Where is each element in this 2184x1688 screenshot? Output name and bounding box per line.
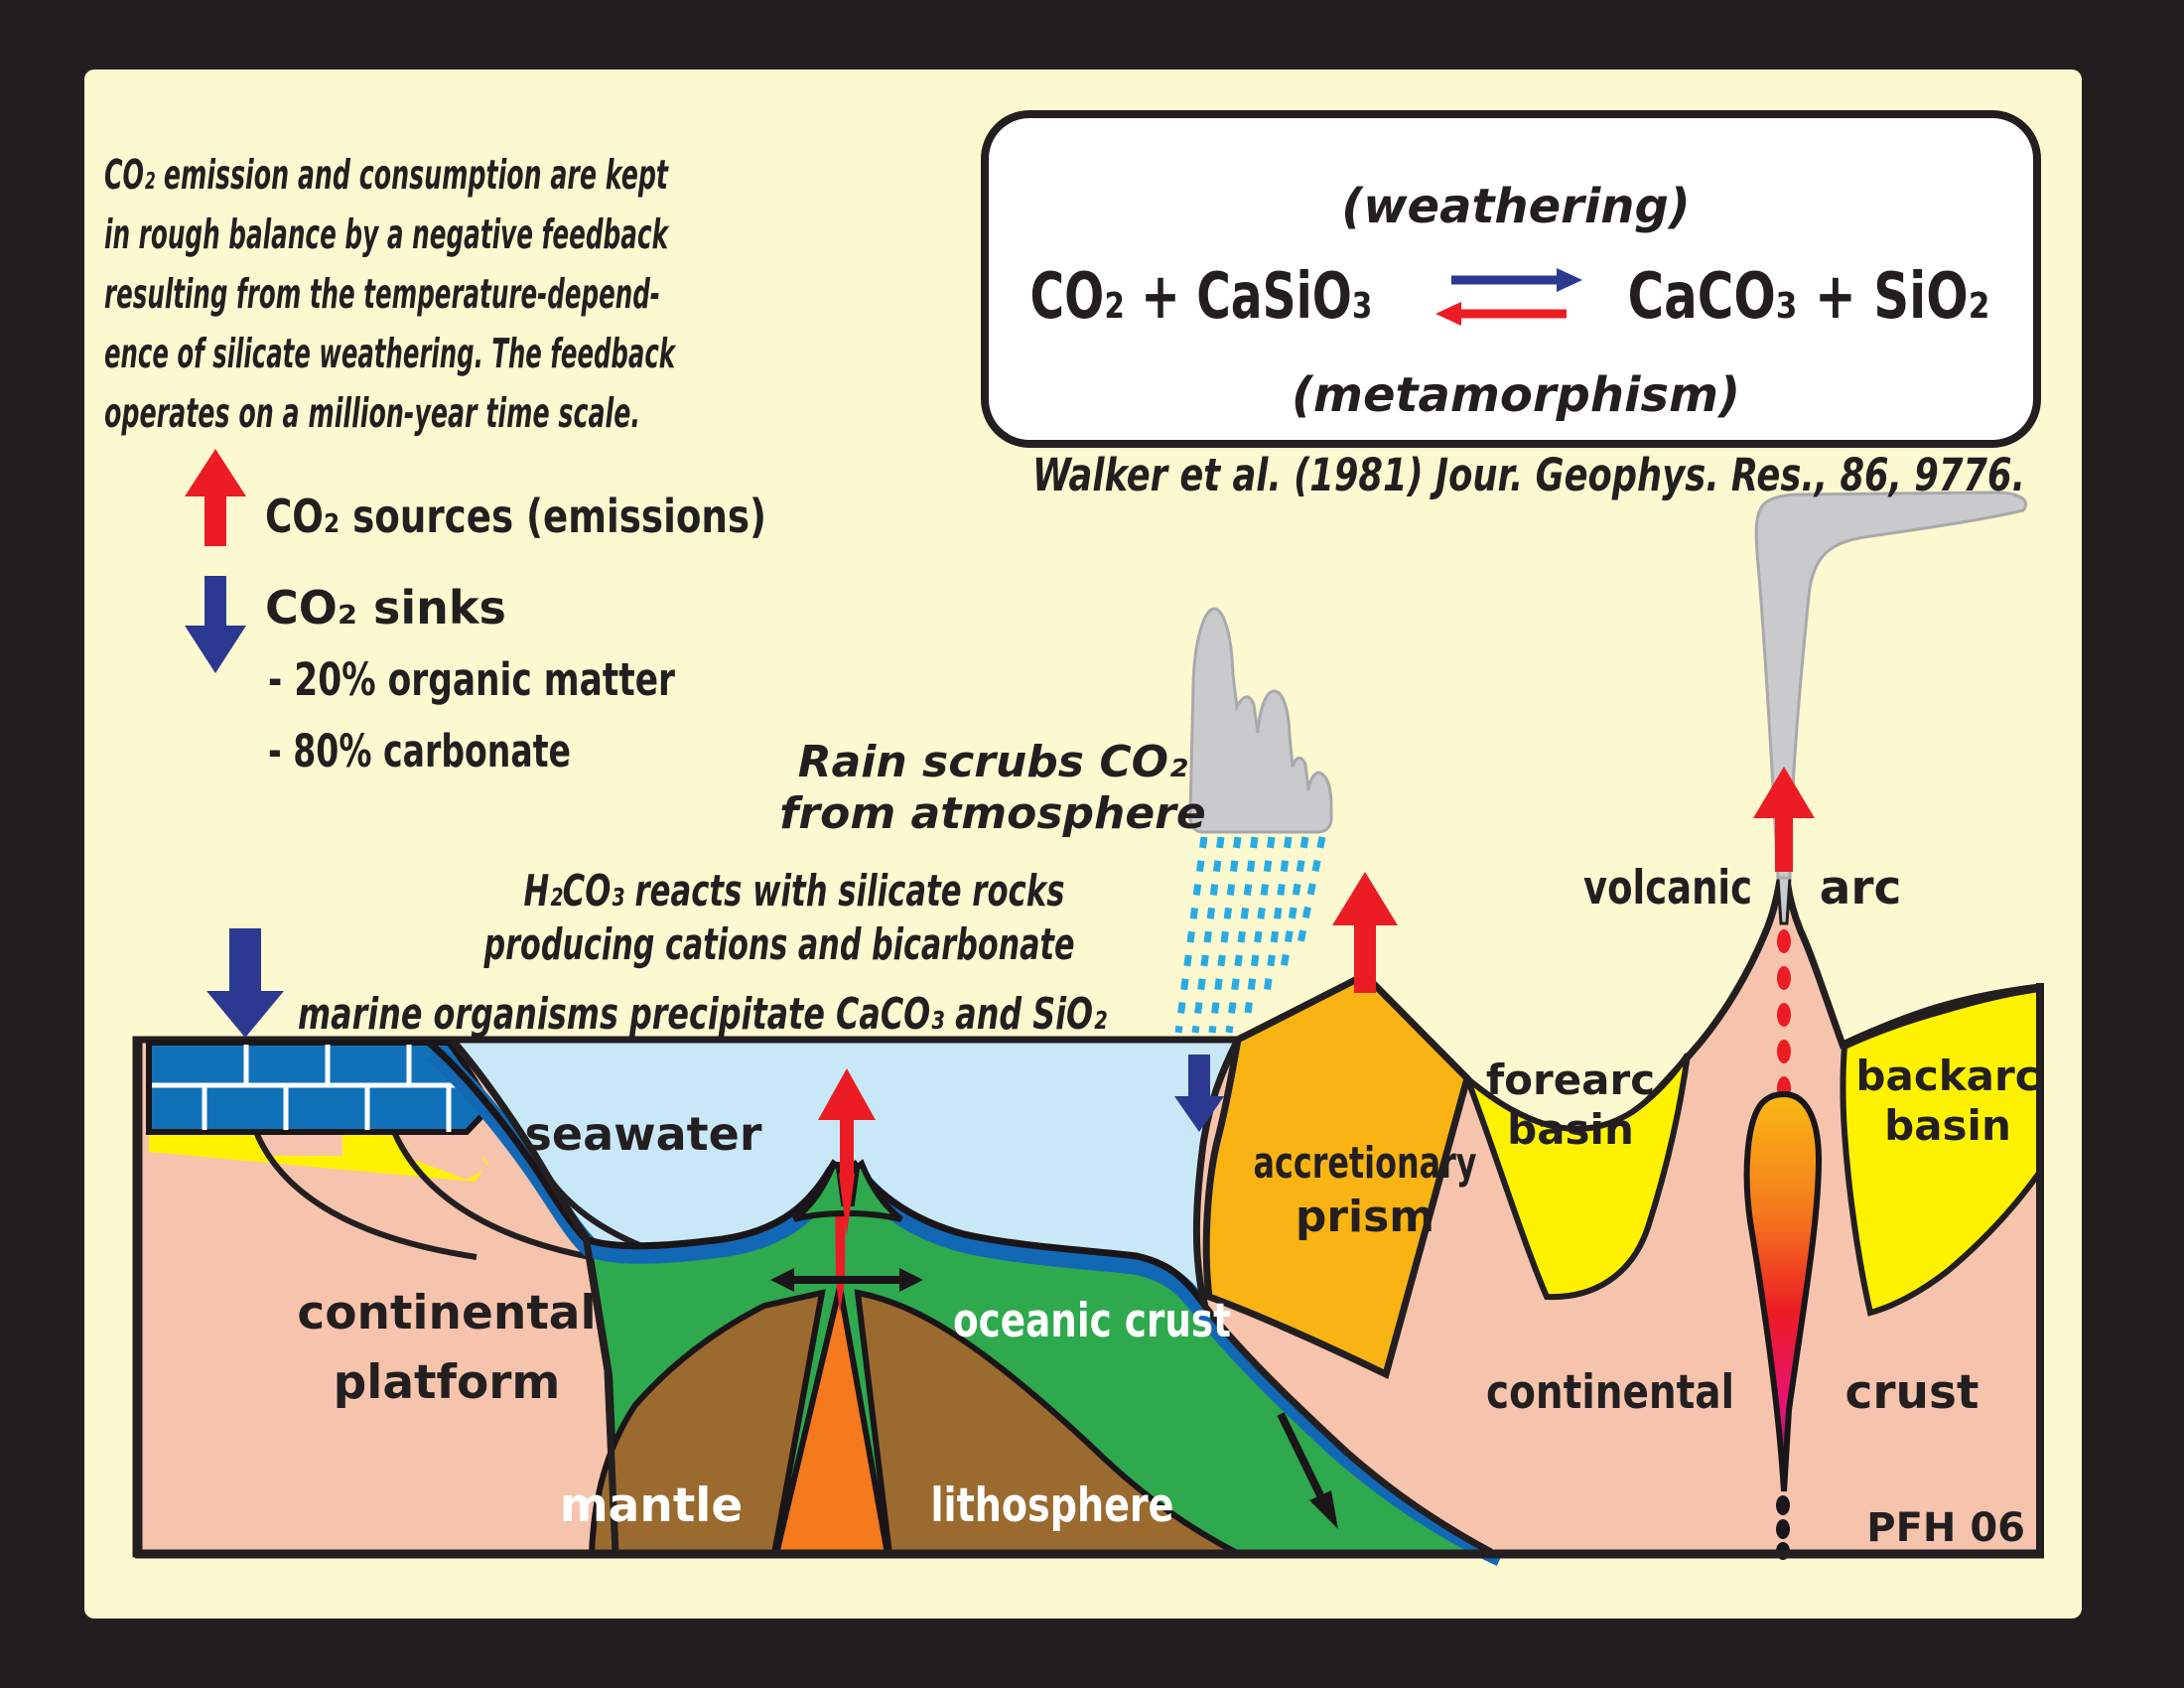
volcano-vent (1776, 876, 1792, 925)
citation: Walker et al. (1981) Jour. Geophys. Res.… (1032, 449, 2025, 501)
prism-co2-source-arrow-icon (1332, 872, 1398, 993)
mantle-label: mantle (560, 1478, 744, 1533)
section-labels: seawater continental platform oceanic cr… (297, 861, 2039, 1533)
forearc-basin-label-2: basin (1507, 1105, 1634, 1154)
rain-cloud-icon (1188, 607, 1333, 834)
process-annotations: Rain scrubs CO₂ from atmosphere H₂CO₃ re… (298, 737, 1206, 1040)
equation-right-side: CaCO₃ + SiO₂ (1628, 260, 1990, 334)
legend: CO₂ sources (emissions) CO₂ sinks - 20% … (185, 449, 766, 777)
rain-streaks (1174, 836, 1326, 1034)
continental-crust-label-1: continental (1486, 1365, 1734, 1420)
rain-annotation-line-2: from atmosphere (779, 788, 1205, 839)
mid-ocean-ridge (792, 1159, 903, 1235)
continental-platform-label-1: continental (297, 1286, 596, 1340)
ridge-magma (839, 1174, 855, 1235)
reversible-reaction-arrows-icon (1435, 268, 1582, 326)
backarc-basin-region (1840, 985, 2043, 1317)
equation-box: (weathering) CO₂ + CaSiO₃ CaCO₃ + SiO₂ (… (981, 110, 2041, 448)
co2-source-legend-arrow-icon (185, 449, 246, 546)
metamorphism-label: (metamorphism) (1292, 367, 1740, 423)
continental-crust-label-2: crust (1845, 1365, 1979, 1420)
rain-annotation-line-1: Rain scrubs CO₂ (798, 737, 1188, 787)
ridge-co2-source-arrow-icon (818, 1068, 876, 1182)
feedback-note: CO₂ emission and consumption are kept in… (104, 151, 677, 437)
sink-item-organic: - 20% organic matter (268, 653, 676, 706)
oceanic-crust-label: oceanic crust (953, 1294, 1231, 1348)
lithosphere-label: lithosphere (931, 1478, 1174, 1533)
equation-left-side: CO₂ + CaSiO₃ (1030, 260, 1373, 334)
backarc-basin-label-2: basin (1884, 1101, 2011, 1150)
carbonate-platform-bricks (146, 1040, 494, 1135)
volcanic-arc-label-2: arc (1820, 861, 1902, 915)
backarc-basin-label-1: backarc (1855, 1052, 2039, 1100)
note-line-4: ence of silicate weathering. The feedbac… (104, 330, 677, 377)
accretionary-prism-label-1: accretionary (1254, 1138, 1477, 1189)
seawater-label: seawater (524, 1107, 761, 1161)
weathering-annotation-line-1: H₂CO₃ reacts with silicate rocks (524, 866, 1065, 916)
platform-yellow-layer (149, 1126, 488, 1182)
note-line-1: CO₂ emission and consumption are kept (104, 151, 669, 199)
platform-slope-outline (449, 1037, 619, 1555)
subduction-arrow-icon (1277, 1412, 1338, 1529)
marine-co2-sink-arrow-icon (206, 928, 284, 1038)
co2-sink-legend-arrow-icon (185, 576, 246, 673)
sink-item-carbonate: - 80% carbonate (268, 725, 571, 777)
volcano-co2-source-arrow-icon (1753, 767, 1815, 872)
weathering-annotation-line-2: producing cations and bicarbonate (483, 919, 1075, 970)
forearc-basin-label-1: forearc (1486, 1055, 1655, 1104)
trench-co2-sink-arrow-icon (1174, 1055, 1224, 1132)
accretionary-prism-region (1202, 970, 1471, 1379)
magma-chamber (1743, 1090, 1823, 1492)
mantle-lithosphere-region (588, 1289, 1241, 1557)
cross-section (132, 876, 2044, 1567)
volcanic-arc-label-1: volcanic (1583, 861, 1752, 915)
spreading-arrows-icon (770, 1268, 923, 1292)
accretionary-prism-label-2: prism (1296, 1192, 1434, 1242)
note-line-5: operates on a million-year time scale. (104, 389, 640, 437)
forearc-basin-region (1460, 1053, 1691, 1301)
co2-sources-label: CO₂ sources (emissions) (265, 490, 766, 543)
credit-label: PFH 06 (1866, 1505, 2025, 1551)
continental-platform-label-2: platform (334, 1355, 561, 1410)
note-line-3: resulting from the temperature-depend- (104, 270, 660, 318)
note-line-2: in rough balance by a negative feedback (104, 211, 670, 258)
co2-sinks-label: CO₂ sinks (265, 581, 506, 634)
marine-annotation: marine organisms precipitate CaCO₃ and S… (298, 989, 1107, 1040)
weathering-label: (weathering) (1341, 179, 1691, 234)
